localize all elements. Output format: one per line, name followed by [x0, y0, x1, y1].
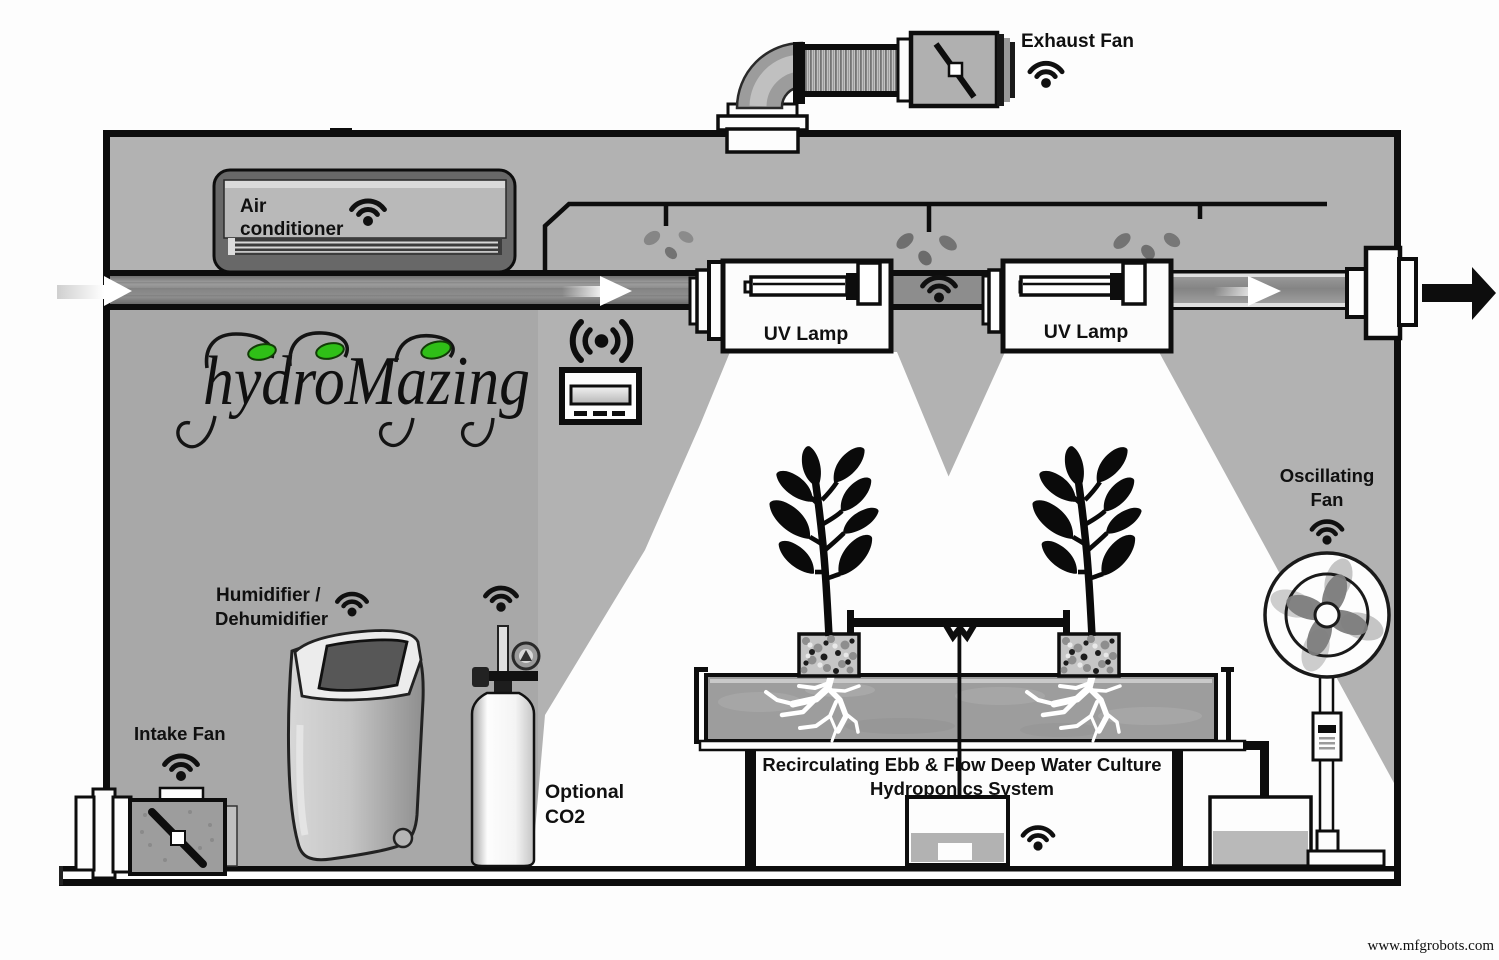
- svg-text:Exhaust Fan: Exhaust Fan: [1021, 31, 1134, 52]
- svg-text:Air: Air: [240, 196, 267, 217]
- svg-text:Fan: Fan: [1311, 489, 1344, 510]
- svg-text:Optional: Optional: [545, 781, 624, 803]
- svg-text:UV Lamp: UV Lamp: [1044, 321, 1129, 343]
- svg-text:www.mfgrobots.com: www.mfgrobots.com: [1367, 938, 1494, 954]
- svg-text:Hydroponics System: Hydroponics System: [870, 778, 1054, 799]
- svg-text:Humidifier /: Humidifier /: [216, 585, 321, 606]
- svg-text:conditioner: conditioner: [240, 219, 344, 240]
- svg-text:CO2: CO2: [545, 806, 585, 828]
- svg-text:Intake Fan: Intake Fan: [134, 723, 226, 744]
- svg-text:UV Lamp: UV Lamp: [764, 323, 849, 345]
- svg-text:Recirculating Ebb & Flow Deep: Recirculating Ebb & Flow Deep Water Cult…: [762, 754, 1161, 775]
- svg-text:Oscillating: Oscillating: [1280, 465, 1375, 486]
- svg-text:Dehumidifier: Dehumidifier: [215, 608, 328, 629]
